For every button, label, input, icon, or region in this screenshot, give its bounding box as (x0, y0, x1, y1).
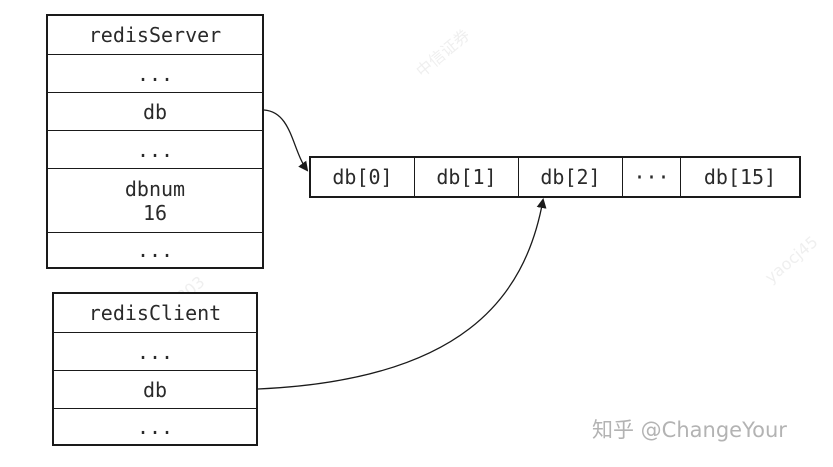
redis-server-row-ellipsis: ... (48, 130, 262, 168)
redis-server-row-ellipsis: ... (48, 232, 262, 267)
dbnum-value: 16 (142, 200, 168, 225)
db-array-cell-2: db[2] (518, 158, 622, 196)
db-array-cell-0: db[0] (332, 165, 393, 189)
dbnum-label: dbnum (124, 176, 186, 201)
redis-client-row-ellipsis: ... (54, 332, 256, 370)
server-db-pointer-arrow (263, 109, 309, 172)
db-array-cell-15: db[15] (680, 158, 799, 196)
redis-server-row-dbnum: dbnum 16 (48, 168, 262, 232)
db-array: db[0] db[1] db[2] ··· db[15] (309, 156, 801, 198)
redis-server-struct: redisServer ... db ... dbnum 16 ... (46, 14, 264, 269)
redis-client-row-ellipsis: ... (54, 408, 256, 444)
redis-server-row-db: db (48, 92, 262, 130)
redis-client-row-db: db (54, 370, 256, 408)
db-array-cell-1: db[1] (414, 158, 518, 196)
db-array-cell-ellipsis: ··· (622, 158, 680, 196)
redis-server-row-ellipsis: ... (48, 54, 262, 92)
redis-server-title: redisServer (88, 23, 222, 47)
redis-client-title: redisClient (88, 301, 222, 325)
client-db-pointer-arrow (257, 198, 547, 390)
zhihu-credit: 知乎 @ChangeYour (592, 418, 787, 442)
redis-client-struct: redisClient ... db ... (52, 292, 258, 446)
